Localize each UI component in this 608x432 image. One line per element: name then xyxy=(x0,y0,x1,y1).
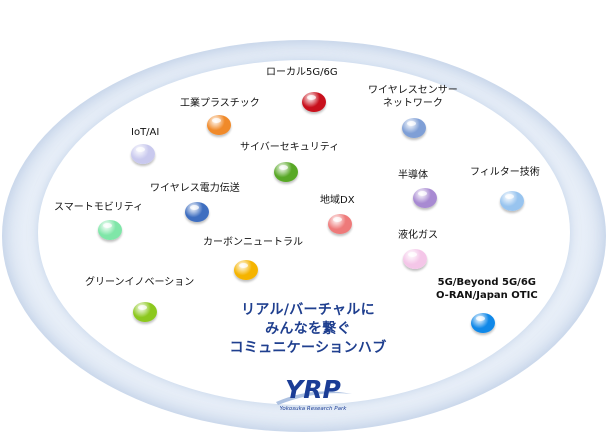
bubble-beyond5g xyxy=(471,313,495,333)
tagline-line1: リアル/バーチャルに xyxy=(241,302,375,318)
label-carbon-neutral: カーボンニュートラル xyxy=(203,237,303,248)
label-liquefied-gas: 液化ガス xyxy=(398,230,438,241)
bubble-local5g xyxy=(302,92,326,112)
label-iot-ai: IoT/AI xyxy=(131,127,160,138)
bubble-cyber-security xyxy=(274,162,298,182)
label-wireless-power: ワイヤレス電力伝送 xyxy=(150,183,240,194)
tagline-line2: みんなを繋ぐ xyxy=(265,321,351,337)
label-local5g: ローカル5G/6G xyxy=(266,67,338,78)
bubble-wireless-sensor xyxy=(402,118,426,138)
bubble-carbon-neutral xyxy=(234,260,258,280)
label-wireless-sensor: ワイヤレスセンサー ネットワーク xyxy=(368,84,458,110)
logo-mark: YRP xyxy=(285,375,341,404)
label-beyond5g-line2: O-RAN/Japan OTIC xyxy=(436,290,538,301)
bubble-liquefied-gas xyxy=(403,249,427,269)
label-industrial-plastic: 工業プラスチック xyxy=(180,98,260,109)
label-smart-mobility: スマートモビリティ xyxy=(54,202,144,213)
label-semiconductor: 半導体 xyxy=(398,170,428,181)
inner-ellipse xyxy=(38,60,570,405)
bubble-wireless-power xyxy=(185,202,209,222)
label-wireless-sensor-line1: ワイヤレスセンサー xyxy=(368,85,458,96)
yrp-logo: YRP Yokosuka Research Park xyxy=(276,375,352,412)
label-cyber-security: サイバーセキュリティ xyxy=(240,142,340,153)
bubble-semiconductor xyxy=(413,188,437,208)
tagline-line3: コミュニケーションハブ xyxy=(229,340,387,356)
label-filter-tech: フィルター技術 xyxy=(470,167,540,178)
bubble-regional-dx xyxy=(328,214,352,234)
bubble-iot-ai xyxy=(131,144,155,164)
label-green-innovation: グリーンイノベーション xyxy=(85,277,195,288)
bubble-industrial-plastic xyxy=(207,115,231,135)
hub-tagline: リアル/バーチャルに みんなを繋ぐ コミュニケーションハブ xyxy=(208,301,408,358)
label-regional-dx: 地域DX xyxy=(320,195,355,206)
logo-swoosh xyxy=(276,391,352,405)
bubble-smart-mobility xyxy=(98,220,122,240)
label-beyond5g: 5G/Beyond 5G/6G O-RAN/Japan OTIC xyxy=(436,276,538,302)
bubble-filter-tech xyxy=(500,191,524,211)
logo-subtitle: Yokosuka Research Park xyxy=(280,406,348,412)
label-wireless-sensor-line2: ネットワーク xyxy=(382,98,443,109)
bubble-green-innovation xyxy=(133,302,157,322)
label-beyond5g-line1: 5G/Beyond 5G/6G xyxy=(437,277,536,288)
